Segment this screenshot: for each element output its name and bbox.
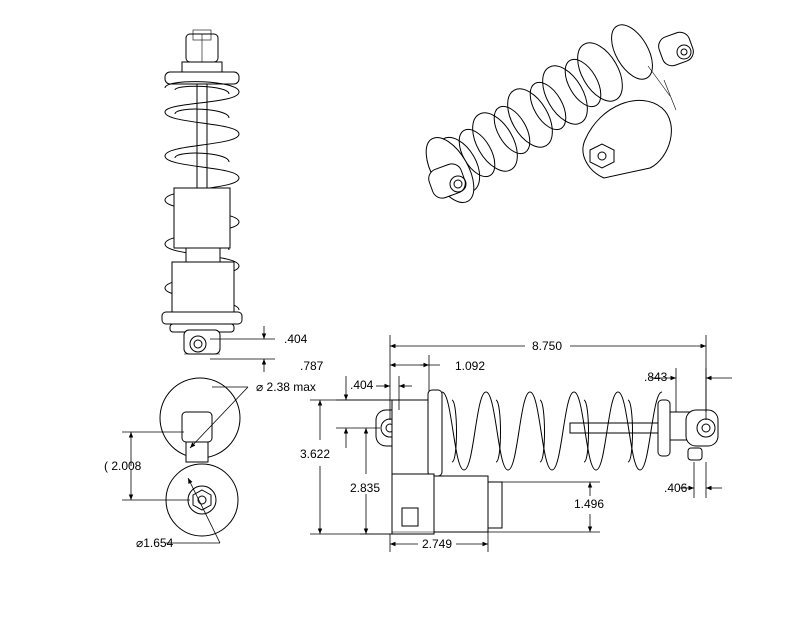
side-view xyxy=(375,389,719,535)
front-view xyxy=(161,29,243,355)
dim-top-offset-2-label: 1.092 xyxy=(455,359,485,373)
dim-right-eye-offset-label: .843 xyxy=(644,370,668,384)
dim-reservoir-length-label: 2.749 xyxy=(422,537,452,551)
dim-top-offset-2: 1.092 xyxy=(390,355,485,392)
dim-max-diameter: ⌀ 2.38 max xyxy=(189,380,316,449)
dim-right-eye-offset: .843 xyxy=(644,368,732,412)
dim-max-diameter-label: ⌀ 2.38 max xyxy=(256,380,316,394)
dim-reservoir-height: 1.496 xyxy=(488,481,604,533)
dim-eye-spacing-ref: ( 2.008 xyxy=(104,431,190,501)
isometric-view xyxy=(425,24,694,203)
dim-eye-to-body-label: .404 xyxy=(350,378,374,392)
dim-right-pin-offset-label: .406 xyxy=(664,481,688,495)
dim-right-pin-offset: .406 xyxy=(664,462,722,498)
dim-top-offset-1-label: .787 xyxy=(300,359,324,373)
dim-eye-spacing-ref-label: ( 2.008 xyxy=(104,459,142,473)
dim-front-eye-offset: .404 xyxy=(210,326,308,372)
dim-reservoir-length: 2.749 xyxy=(389,532,489,552)
bottom-end-view xyxy=(159,377,241,537)
dim-body-height: 2.835 xyxy=(350,428,392,535)
dim-overall-height-label: 3.622 xyxy=(300,447,330,461)
dim-eye-to-body: .404 xyxy=(350,376,412,410)
dim-overall-length-label: 8.750 xyxy=(532,339,562,353)
dim-reservoir-height-label: 1.496 xyxy=(574,497,604,511)
dim-front-eye-offset-label: .404 xyxy=(284,332,308,346)
dim-reservoir-diameter-label: ⌀1.654 xyxy=(136,536,174,550)
dim-body-height-label: 2.835 xyxy=(350,481,380,495)
dim-reservoir-diameter: ⌀1.654 xyxy=(136,477,221,550)
